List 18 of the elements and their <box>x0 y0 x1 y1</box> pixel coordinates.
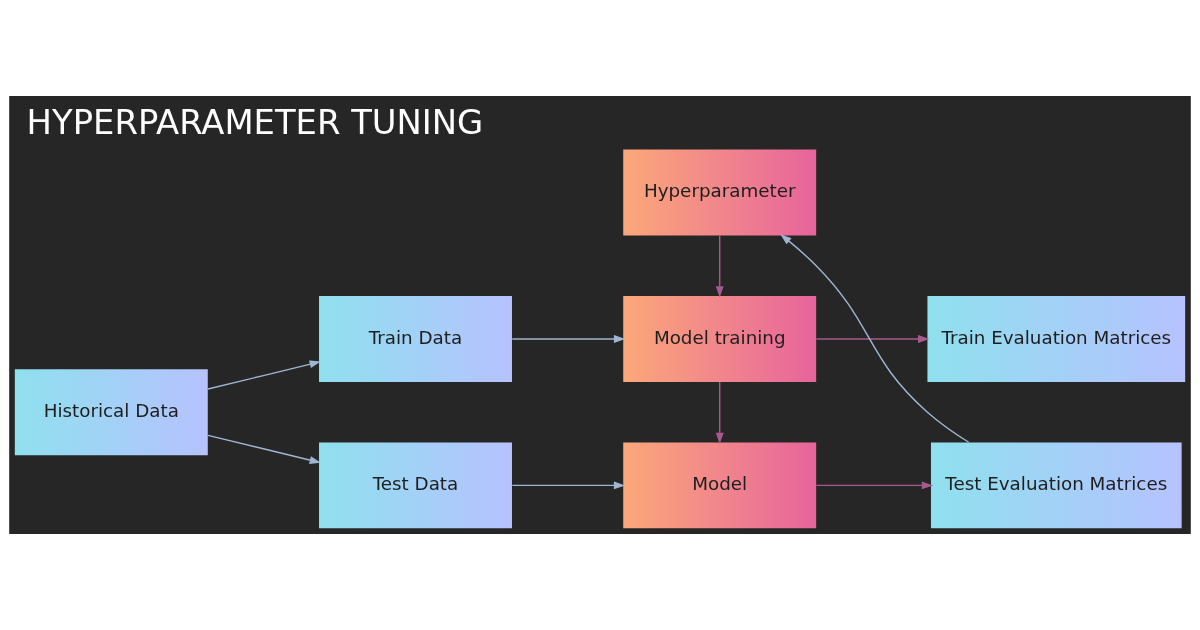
node-box: Train Data <box>319 296 512 382</box>
arrow <box>207 360 321 390</box>
node-box: Test Evaluation Matrices <box>930 442 1182 529</box>
node-box: Historical Data <box>14 369 208 456</box>
node-box: Test Data <box>319 442 512 529</box>
diagram-title: HYPERPARAMETER TUNING <box>26 103 484 143</box>
node-box: Hyperparameter <box>623 149 817 236</box>
arrow <box>207 434 321 464</box>
arrow <box>511 481 626 490</box>
arrow <box>780 234 970 443</box>
arrow <box>815 481 933 490</box>
arrow <box>511 335 626 343</box>
arrow <box>715 234 724 298</box>
arrow <box>815 335 930 343</box>
node-box: Model <box>623 442 817 529</box>
node-box: Model training <box>623 296 817 382</box>
node-box: Train Evaluation Matrices <box>927 296 1186 382</box>
arrow <box>715 381 724 445</box>
